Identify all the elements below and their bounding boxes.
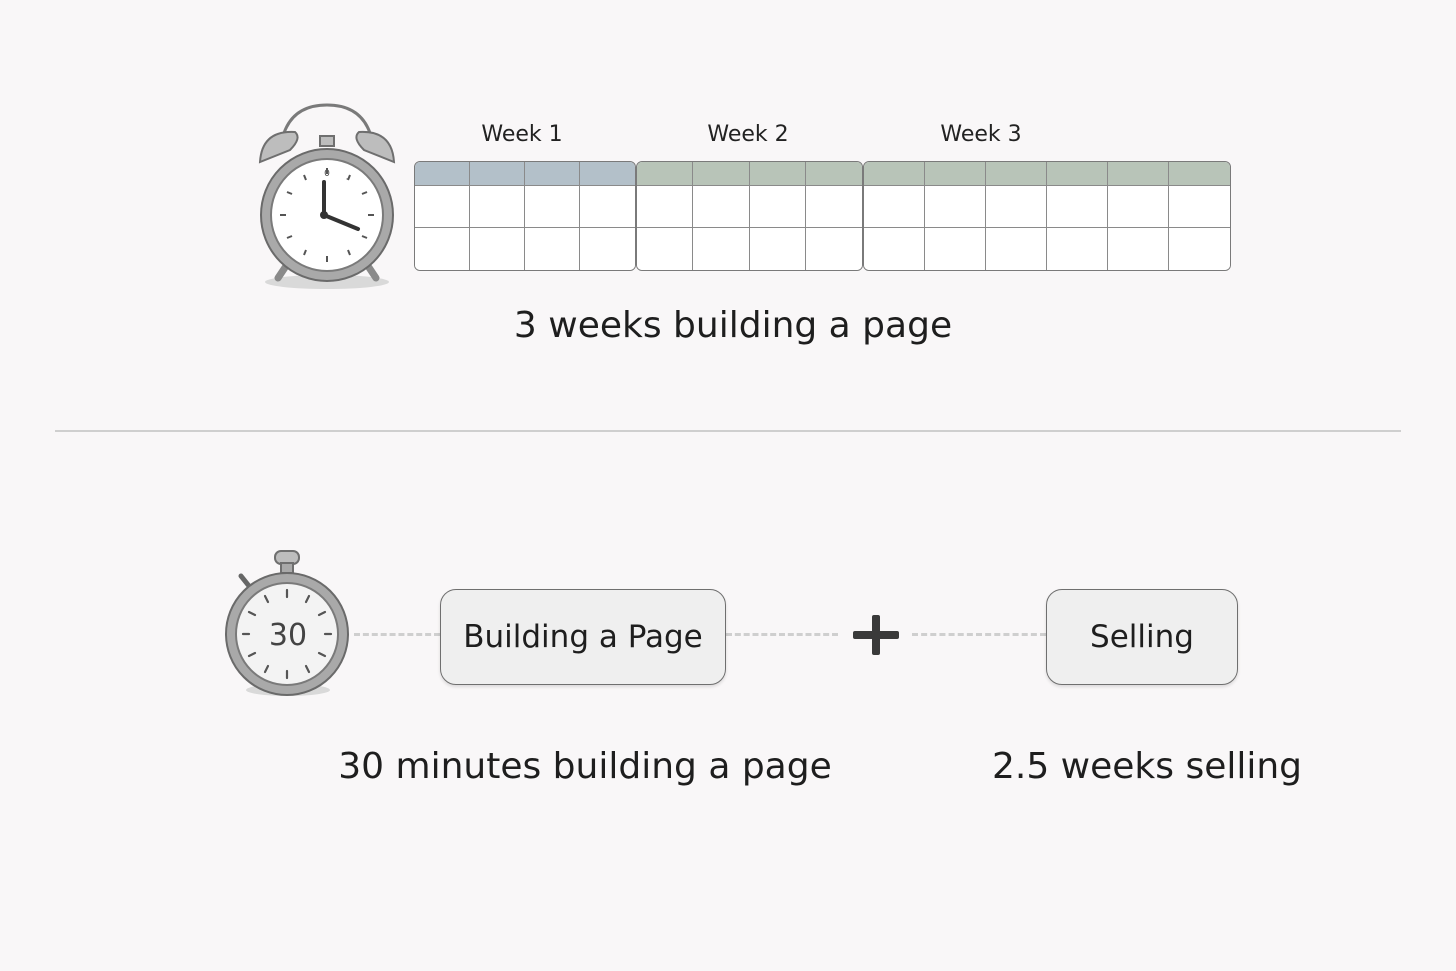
calendar-cell xyxy=(805,228,862,270)
svg-text:·: · xyxy=(346,175,349,185)
calendar-header-cell xyxy=(986,162,1047,186)
selling-caption: 2.5 weeks selling xyxy=(991,746,1303,787)
plus-icon xyxy=(853,615,899,655)
stopwatch-number: 30 xyxy=(269,618,307,653)
calendar-cell xyxy=(470,186,525,228)
calendar-cell xyxy=(1047,186,1108,228)
calendar-header-cell xyxy=(693,162,750,186)
connector-3 xyxy=(912,633,1046,636)
calendar-header-cell xyxy=(470,162,525,186)
calendar-header-cell xyxy=(1047,162,1108,186)
calendar-cell xyxy=(1169,228,1230,270)
calendar-cell xyxy=(986,186,1047,228)
calendar-header-cell xyxy=(864,162,925,186)
calendar-cell xyxy=(749,228,806,270)
calendar-cell xyxy=(525,186,580,228)
calendar-cell xyxy=(580,186,635,228)
alarm-clock-icon: 0 · xyxy=(258,103,396,289)
week-2-calendar xyxy=(636,161,863,271)
calendar-header-cell xyxy=(749,162,806,186)
calendar-cell xyxy=(805,186,862,228)
calendar-cell xyxy=(415,186,470,228)
calendar-header-cell xyxy=(637,162,694,186)
calendar-header-cell xyxy=(1169,162,1230,186)
building-a-page-box: Building a Page xyxy=(440,589,726,685)
calendar-cell xyxy=(864,228,925,270)
week-2-label: Week 2 xyxy=(707,122,789,147)
calendar-cell xyxy=(1108,228,1169,270)
week-3-calendar xyxy=(863,161,1231,271)
calendar-cell xyxy=(925,186,986,228)
calendar-cell xyxy=(864,186,925,228)
section-divider xyxy=(55,430,1401,432)
top-caption: 3 weeks building a page xyxy=(513,305,953,346)
calendar-cell xyxy=(580,228,635,270)
calendar-cell xyxy=(693,186,750,228)
stopwatch-icon: 30 xyxy=(225,550,349,696)
calendar-header-cell xyxy=(415,162,470,186)
week-1-calendar xyxy=(414,161,636,271)
calendar-cell xyxy=(637,228,694,270)
building-caption: 30 minutes building a page xyxy=(338,746,832,787)
connector-1 xyxy=(354,633,440,636)
calendar-cell xyxy=(1169,186,1230,228)
calendar-cell xyxy=(693,228,750,270)
calendar-header-cell xyxy=(525,162,580,186)
calendar-header-cell xyxy=(925,162,986,186)
calendar-cell xyxy=(1108,186,1169,228)
calendar-cell xyxy=(925,228,986,270)
calendar-cell xyxy=(1047,228,1108,270)
calendar-header-cell xyxy=(805,162,862,186)
week-3-label: Week 3 xyxy=(940,122,1022,147)
week-1-label: Week 1 xyxy=(481,122,563,147)
calendar-cell xyxy=(470,228,525,270)
selling-box: Selling xyxy=(1046,589,1238,685)
calendar-header-cell xyxy=(580,162,635,186)
calendar-cell xyxy=(415,228,470,270)
calendar-cell xyxy=(637,186,694,228)
calendar-cell xyxy=(525,228,580,270)
calendar-cell xyxy=(749,186,806,228)
calendar-header-cell xyxy=(1108,162,1169,186)
connector-2 xyxy=(726,633,838,636)
calendar-cell xyxy=(986,228,1047,270)
